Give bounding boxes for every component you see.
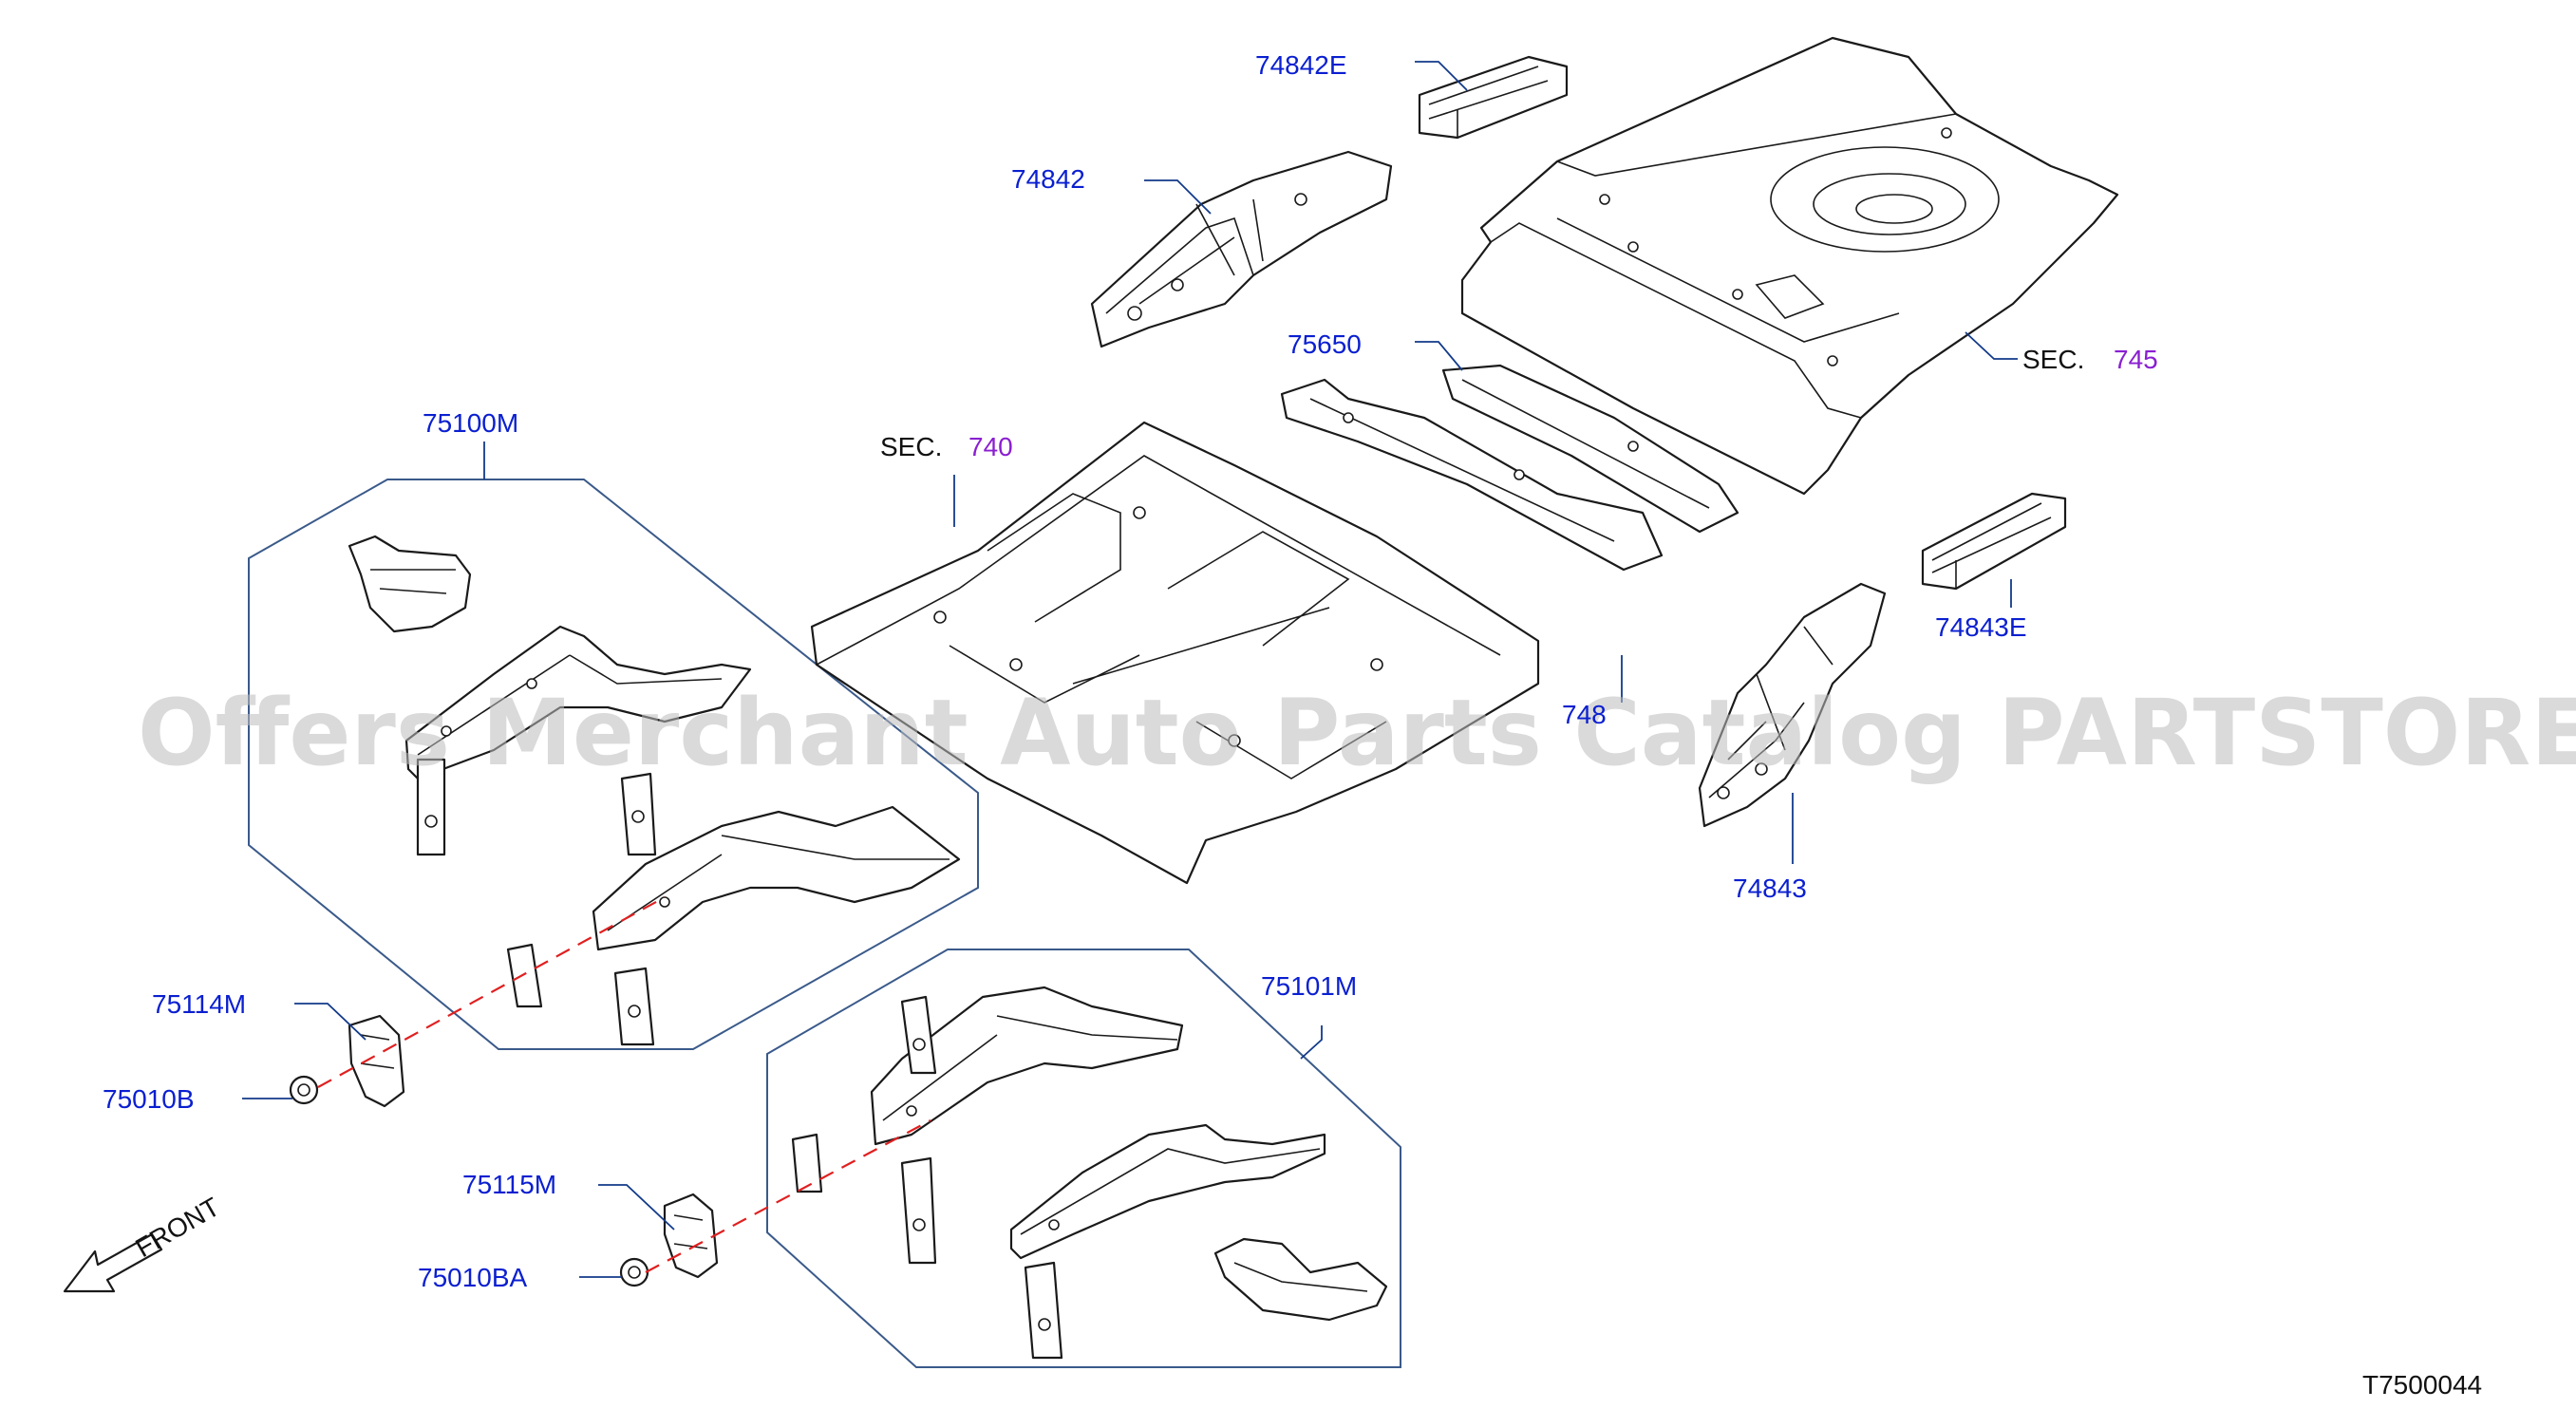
group-frame-75101m [766,949,1401,1368]
front-indicator: FRONT [63,1192,225,1293]
part-75115m-shape [663,1193,719,1279]
label-74843[interactable]: 74843 [1733,874,1807,903]
leader-lines [242,61,2018,1278]
label-75010b[interactable]: 75010B [103,1084,195,1114]
part-74843e-shape [1921,492,2067,591]
group-75100m-parts [348,535,961,1046]
label-75010ba[interactable]: 75010BA [418,1263,528,1292]
part-74843-shape [1698,582,1887,828]
diagram-code: T7500044 [2362,1370,2482,1400]
label-748xx-partial[interactable]: 748 [1562,700,1607,729]
front-direction-arrow-icon [63,1232,163,1293]
group-frame-75100m [248,479,979,1050]
label-75114m[interactable]: 75114M [152,989,246,1019]
part-74842e-shape [1418,55,1569,140]
rear-floor-panel [1460,36,2119,496]
label-sec-745-prefix: SEC. [2022,345,2084,374]
front-label: FRONT [131,1192,225,1263]
label-sec-745-number[interactable]: 745 [2114,345,2158,374]
label-74842[interactable]: 74842 [1011,164,1085,194]
alignment-axis-75100m [317,896,666,1088]
label-sec-740-prefix: SEC. [880,432,942,461]
part-75010ba-nut [619,1257,649,1287]
part-75114m-shape [348,1014,405,1108]
label-74843e[interactable]: 74843E [1935,612,2027,642]
label-75100m[interactable]: 75100M [423,408,518,438]
front-floor-panel [810,421,1540,885]
alignment-axis-75101m [645,1119,931,1273]
label-75115m[interactable]: 75115M [462,1170,556,1199]
part-75010b-nut [289,1075,319,1105]
label-75650[interactable]: 75650 [1288,329,1362,359]
label-74842e[interactable]: 74842E [1255,50,1347,80]
group-75101m-parts [791,986,1388,1360]
watermark: Offers Merchant Auto Parts Catalog PARTS… [138,680,2576,786]
label-75101m[interactable]: 75101M [1261,971,1357,1001]
label-sec-740-number[interactable]: 740 [968,432,1013,461]
part-74842-shape [1090,150,1393,348]
part-75650-shape [1280,364,1739,572]
